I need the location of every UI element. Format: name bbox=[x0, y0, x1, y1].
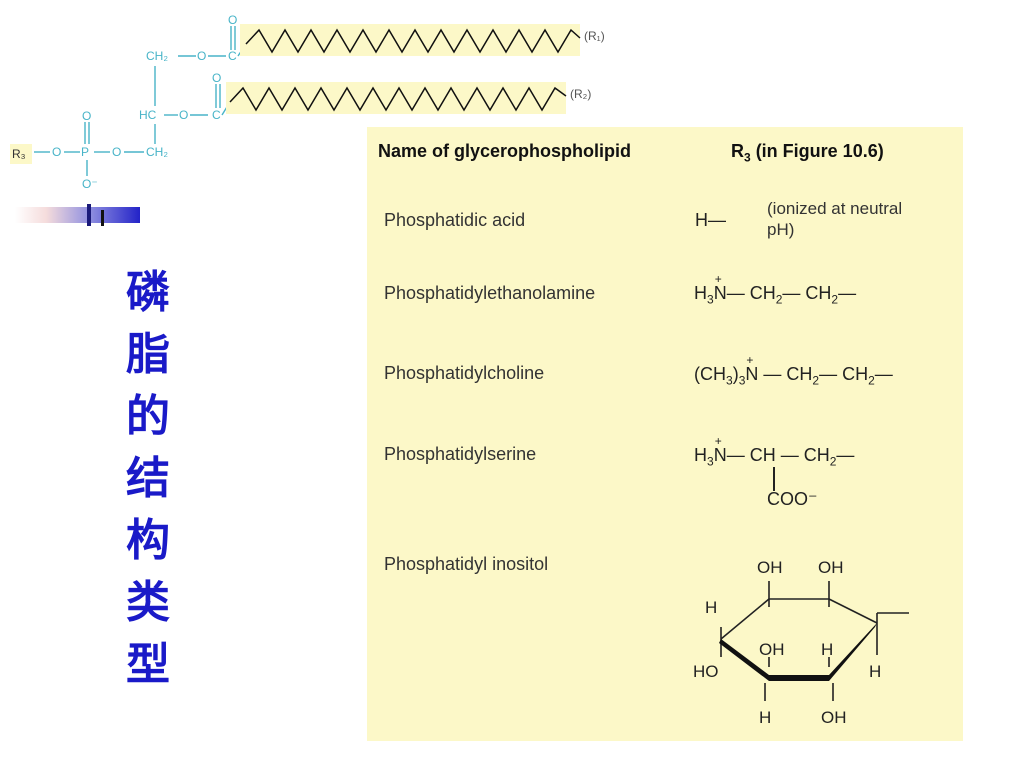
header-name: Name of glycerophospholipid bbox=[378, 141, 632, 161]
row-formula: (CH3)3N+ — CH2— CH2— bbox=[694, 353, 893, 388]
title-char: 型 bbox=[126, 639, 170, 690]
hydroxyl-label: OH bbox=[821, 708, 847, 727]
row-formula: H3N+— CH2— CH2— bbox=[694, 272, 857, 307]
r2-label: (R₂) bbox=[570, 87, 591, 101]
hydroxyl-label: HO bbox=[693, 662, 719, 681]
row-formula: H— bbox=[695, 210, 726, 230]
hydrogen-label: H bbox=[821, 640, 833, 659]
bond-line bbox=[773, 467, 775, 491]
ch2-label: CH₂ bbox=[146, 145, 168, 159]
oxygen-label: O bbox=[212, 71, 221, 85]
title-char: 脂 bbox=[126, 329, 170, 380]
row-note: (ionized at neutral pH) bbox=[767, 199, 903, 239]
r3-label: R₃ bbox=[12, 147, 26, 161]
hydrogen-label: H bbox=[759, 708, 771, 727]
row-formula: H3N+— CH — CH2— bbox=[694, 434, 855, 469]
glycerophospholipid-table: Name of glycerophospholipid R3 (in Figur… bbox=[367, 127, 963, 741]
oxygen-anion-label: O⁻ bbox=[82, 177, 98, 191]
header-r3: R3 (in Figure 10.6) bbox=[731, 141, 884, 165]
title-char: 的 bbox=[126, 391, 170, 442]
carboxylate-label: COO⁻ bbox=[767, 489, 818, 509]
hydroxyl-label: OH bbox=[757, 558, 783, 577]
glycerophospholipid-structure: O CH₂ O C O HC O C O O P O CH₂ O⁻ (R₁) (… bbox=[10, 13, 605, 191]
ch2-label: CH₂ bbox=[146, 49, 168, 63]
r1-label: (R₁) bbox=[584, 29, 605, 43]
decorative-bar bbox=[15, 204, 140, 226]
oxygen-label: O bbox=[197, 49, 206, 63]
hydrogen-label: H bbox=[869, 662, 881, 681]
row-name: Phosphatidic acid bbox=[384, 210, 526, 230]
title-char: 磷 bbox=[126, 267, 170, 318]
hydroxyl-label: OH bbox=[759, 640, 785, 659]
oxygen-label: O bbox=[179, 108, 188, 122]
oxygen-label: O bbox=[228, 13, 237, 27]
row-name: Phosphatidylethanolamine bbox=[384, 283, 596, 303]
hydrogen-label: H bbox=[705, 598, 717, 617]
phosphorus-label: P bbox=[81, 145, 89, 159]
hydroxyl-label: OH bbox=[818, 558, 844, 577]
oxygen-label: O bbox=[82, 109, 91, 123]
hc-label: HC bbox=[139, 108, 157, 122]
title-char: 类 bbox=[126, 577, 170, 628]
title-char: 构 bbox=[126, 515, 170, 566]
row-name: Phosphatidylcholine bbox=[384, 363, 545, 383]
row-name: Phosphatidylserine bbox=[384, 444, 537, 464]
inositol-ring: OH OH H OH H HO H H OH bbox=[693, 558, 909, 727]
oxygen-label: O bbox=[52, 145, 61, 159]
slide-title: 磷 脂 的 结 构 类 型 bbox=[118, 262, 178, 696]
carbon-label: C bbox=[212, 108, 221, 122]
title-char: 结 bbox=[126, 453, 170, 504]
oxygen-label: O bbox=[112, 145, 121, 159]
row-name: Phosphatidyl inositol bbox=[384, 554, 549, 574]
carbon-label: C bbox=[228, 49, 237, 63]
